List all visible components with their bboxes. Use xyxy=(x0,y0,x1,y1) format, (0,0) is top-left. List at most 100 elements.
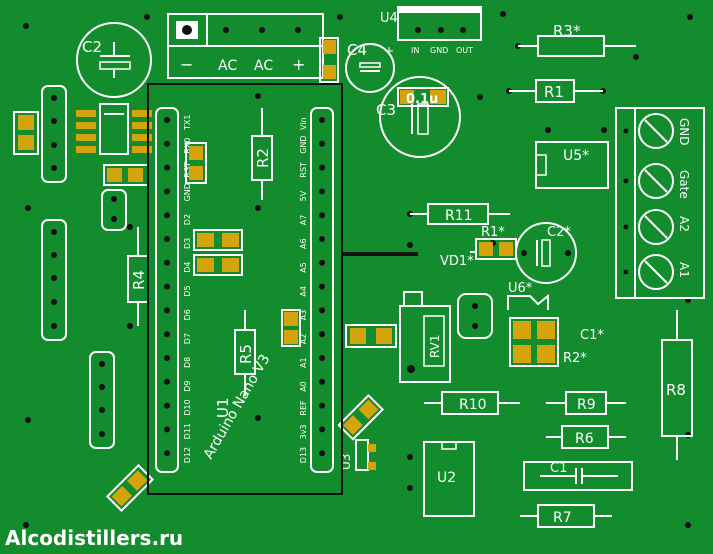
arduino-right-hole xyxy=(319,426,325,433)
arduino-pin-label: D7 xyxy=(183,333,192,344)
arduino-left-hole xyxy=(164,140,170,147)
arduino-right-hole xyxy=(319,188,325,195)
resistor-r4: R4 xyxy=(127,227,149,326)
arduino-pin-label: RST xyxy=(183,162,192,178)
resistor-r5: R5 xyxy=(234,310,256,396)
resistor-r7: R7 xyxy=(520,504,612,528)
resistor-r6: R6 xyxy=(546,425,626,449)
arduino-pin-label: Vin xyxy=(299,117,308,130)
arduino-pin-label: TX1 xyxy=(183,115,192,131)
soic-chip xyxy=(76,103,152,155)
arduino-left-hole xyxy=(164,212,170,219)
arduino-left-hole xyxy=(164,450,170,457)
arduino-right-hole xyxy=(319,355,325,361)
arduino-right-hole xyxy=(319,117,325,123)
capacitor-c4: C4 + xyxy=(345,41,395,93)
arduino-pin-label: A1 xyxy=(299,357,308,368)
arduino-pin-label: D4 xyxy=(183,262,192,273)
capacitor-c3: 0.1u C3 xyxy=(376,76,461,158)
label-u4: U4 xyxy=(380,11,398,26)
label-r1-star: R1* xyxy=(481,225,505,240)
label-u6: U6* xyxy=(508,281,533,296)
pin-label-ac2: AC xyxy=(254,58,273,74)
arduino-pin-label: D2 xyxy=(183,214,192,225)
arduino-left-hole xyxy=(164,236,170,242)
resistor-r8: R8 xyxy=(661,310,693,460)
arduino-right-hole xyxy=(319,450,325,457)
pin-label-ac1: AC xyxy=(218,58,237,74)
resistor-r3: R3* xyxy=(518,22,636,57)
pin-label-minus: − xyxy=(180,55,193,74)
arduino-left-hole xyxy=(164,117,170,123)
label-r11: R11 xyxy=(445,208,473,224)
arduino-pin-label: A6 xyxy=(299,238,308,249)
header-left-mid xyxy=(41,219,67,341)
u4-pin-in: IN xyxy=(411,46,419,55)
arduino-pin-label: GND xyxy=(183,183,192,201)
label-r9: R9 xyxy=(577,397,596,413)
arduino-pin-label: D9 xyxy=(183,381,192,392)
label-c2-star: C2* xyxy=(547,225,571,240)
part-u6: U6* C1* R2* xyxy=(507,281,604,367)
trimmer-rv1: RV1 xyxy=(399,291,451,383)
term-label-gnd: GND xyxy=(677,118,691,146)
arduino-pin-label: A2 xyxy=(299,334,308,345)
arduino-left-hole xyxy=(164,355,170,361)
arduino-pin-label: A0 xyxy=(299,381,308,392)
label-c3-value: 0.1u xyxy=(406,92,438,107)
sensor-u5: U5* xyxy=(535,141,609,189)
arduino-pin-label: D5 xyxy=(183,285,192,296)
label-r6: R6 xyxy=(575,431,594,447)
label-c4: C4 xyxy=(347,41,367,59)
arduino-pin-label: D10 xyxy=(183,399,192,415)
arduino-pin-label: D13 xyxy=(299,447,308,463)
u4-pin-gnd: GND xyxy=(430,46,448,55)
arduino-left-hole xyxy=(164,188,170,195)
capacitor-c2: C2 xyxy=(76,22,152,98)
arduino-pin-label: D12 xyxy=(183,447,192,463)
arduino-left-hole xyxy=(164,378,170,385)
label-r1: R1 xyxy=(544,83,564,101)
arduino-left-hole xyxy=(164,259,170,266)
header-left-top xyxy=(13,85,67,183)
resistor-r1: R1 xyxy=(509,79,603,103)
arduino-name: Arduino Nano V3 xyxy=(201,352,274,462)
header-left-bottom xyxy=(89,351,115,449)
label-vd1: VD1* xyxy=(440,254,474,269)
arduino-right-hole xyxy=(319,212,325,219)
label-c1-star: C1* xyxy=(580,328,604,343)
pin-label-plus: + xyxy=(292,55,305,74)
label-u1: U1 xyxy=(214,397,232,418)
arduino-left-hole xyxy=(164,283,170,290)
label-c4-plus: + xyxy=(384,44,394,58)
regulator-u4: U4 IN GND OUT xyxy=(380,6,482,55)
arduino-left-hole xyxy=(164,331,170,338)
label-r10: R10 xyxy=(459,397,487,413)
label-r4: R4 xyxy=(130,270,148,290)
arduino-pin-label: A4 xyxy=(299,286,308,297)
label-c2: C2 xyxy=(82,38,102,56)
arduino-pin-label: GND xyxy=(299,135,308,153)
arduino-left-hole xyxy=(164,402,170,409)
label-r2-star: R2* xyxy=(563,351,587,366)
label-r5: R5 xyxy=(237,344,255,364)
arduino-right-hole xyxy=(319,307,325,314)
arduino-pin-label: D8 xyxy=(183,357,192,368)
arduino-pin-label: RST xyxy=(299,162,308,178)
label-c1: C1 xyxy=(550,461,567,476)
term-label-a1: A1 xyxy=(677,262,691,278)
power-connector: − AC AC + xyxy=(167,13,324,79)
resistor-r9: R9 xyxy=(546,391,626,415)
arduino-right-hole xyxy=(319,283,325,290)
arduino-pin-label: D6 xyxy=(183,309,192,320)
capacitor-c1: C1 xyxy=(523,461,633,491)
label-r3: R3* xyxy=(553,22,581,40)
resistor-r10: R10 xyxy=(424,391,520,415)
label-r7: R7 xyxy=(553,510,572,526)
arduino-right-hole xyxy=(319,164,325,171)
capacitor-c2-star: C2* xyxy=(515,222,577,284)
arduino-right-hole xyxy=(319,331,325,338)
label-rv1: RV1 xyxy=(428,334,442,358)
